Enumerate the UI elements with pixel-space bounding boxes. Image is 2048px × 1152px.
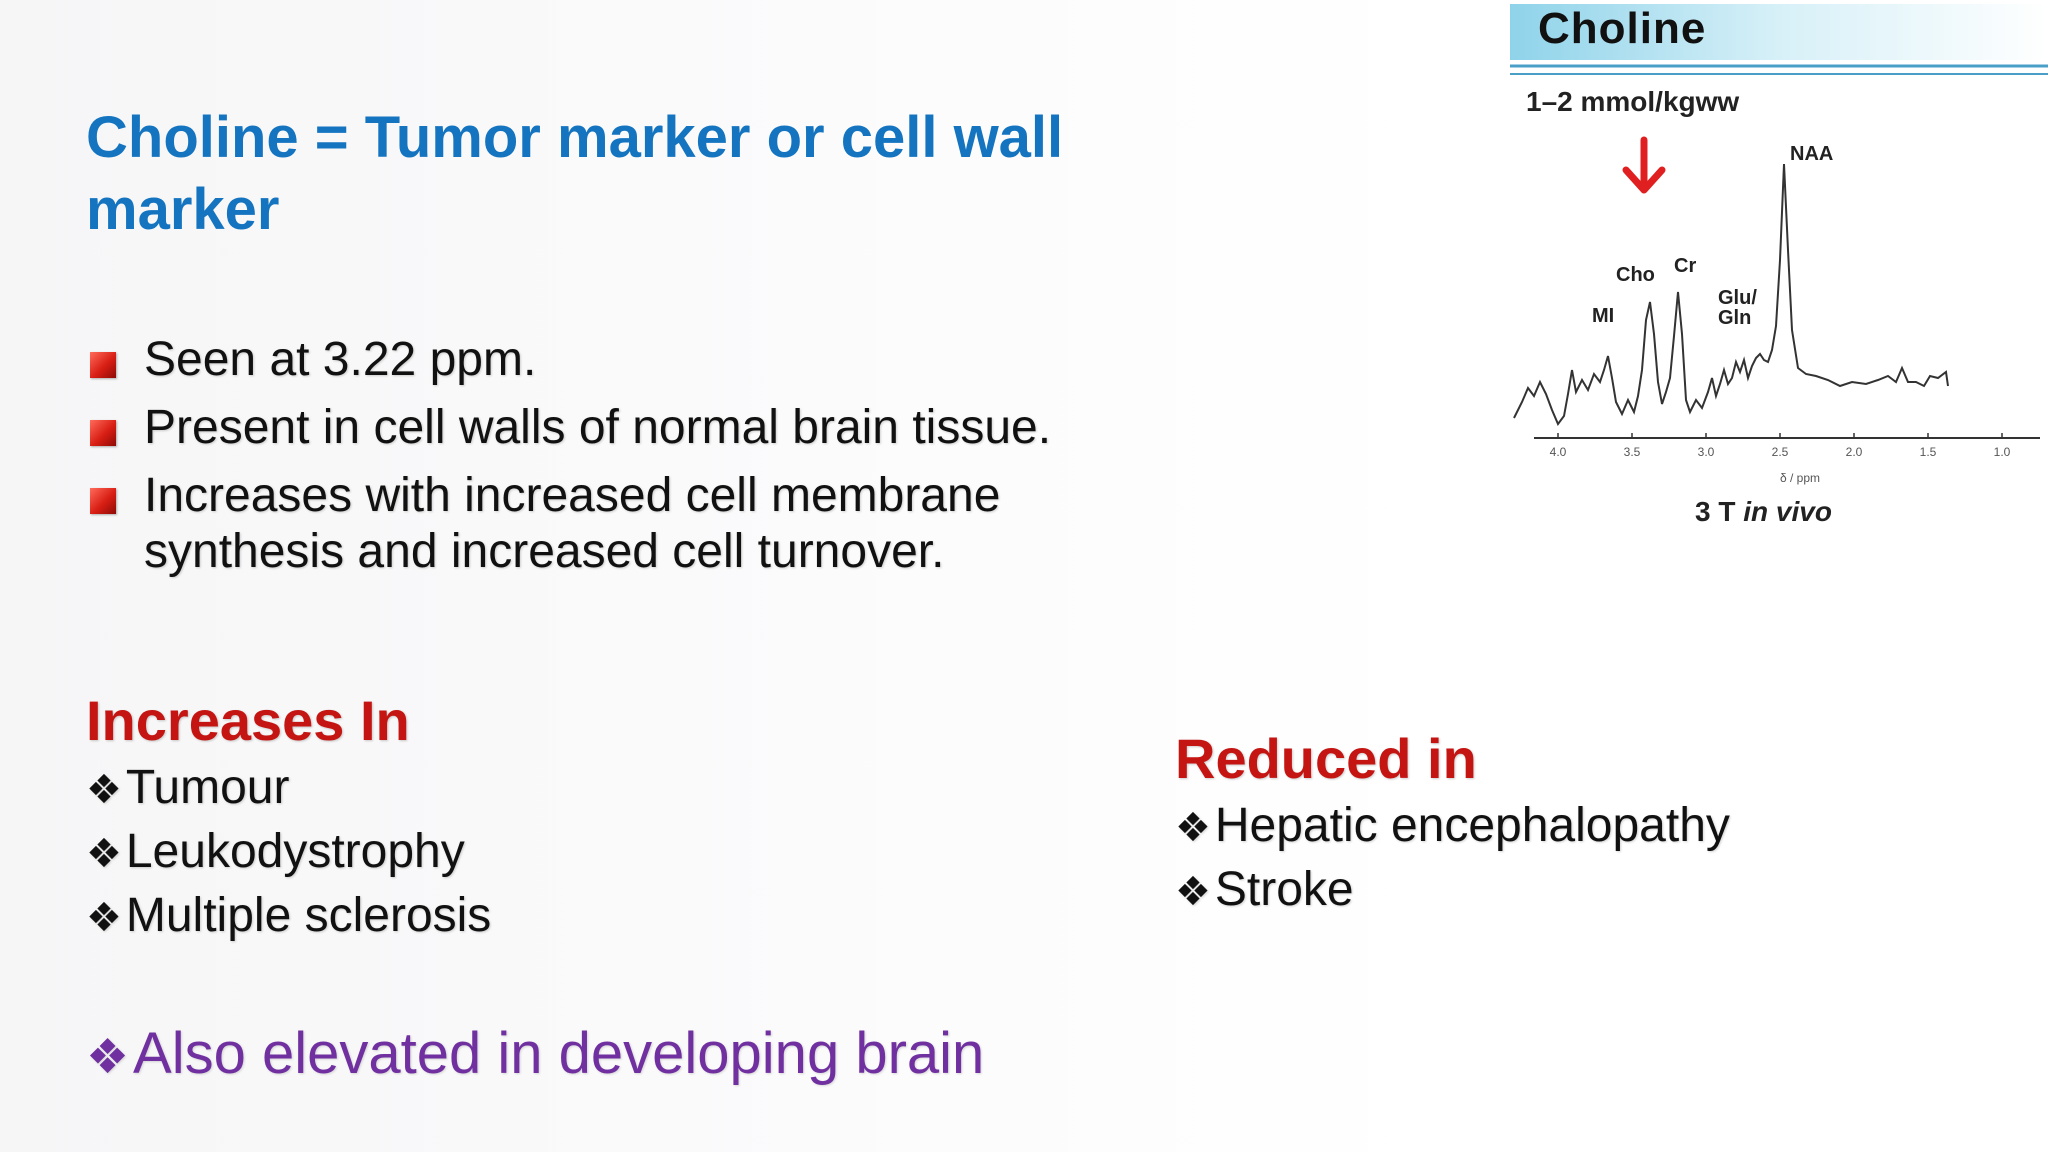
slide-title: Choline = Tumor marker or cell wall mark…: [86, 105, 1064, 242]
list-item: ❖Stroke: [1175, 859, 1730, 923]
peak-label-cho: Cho: [1616, 264, 1655, 286]
figure-header-band: [1510, 4, 2048, 75]
list-item-text: Multiple sclerosis: [125, 889, 492, 942]
figure-title: Choline: [1538, 4, 1707, 53]
figure-unit: 1–2 mmol/kgww: [1526, 86, 1740, 117]
peak-label-naa: NAA: [1790, 143, 1833, 165]
diamond-bullet-icon: ❖: [86, 831, 122, 877]
x-tick-label: 2.5: [1772, 445, 1789, 459]
list-item: ❖Multiple sclerosis: [86, 885, 491, 949]
bullet-item: Increases with increased cell membrane s…: [86, 468, 1166, 580]
bullet-text: Increases with increased cell membrane s…: [144, 469, 1001, 578]
x-tick-label: 2.0: [1846, 445, 1863, 459]
mrs-spectrum-figure: Choline 1–2 mmol/kgww NAA Cho Cr Glu/Gln…: [1510, 0, 2048, 540]
red-square-bullet-icon: [90, 488, 116, 514]
list-item: ❖Hepatic encephalopathy: [1175, 795, 1730, 859]
reduced-heading: Reduced in: [1175, 727, 1477, 790]
spectrum-plot: NAA Cho Cr Glu/Gln MI 4.0 3.5 3.0 2.5 2: [1513, 136, 2040, 485]
x-tick-label: 1.0: [1994, 445, 2011, 459]
list-item-text: Hepatic encephalopathy: [1214, 799, 1730, 852]
peak-label-cr: Cr: [1674, 255, 1696, 277]
diamond-bullet-icon: ❖: [86, 895, 122, 941]
note-text: Also elevated in developing brain: [133, 1021, 985, 1086]
bullet-text: Present in cell walls of normal brain ti…: [144, 401, 1052, 454]
x-tick-label: 3.5: [1624, 445, 1641, 459]
reduced-list: ❖Hepatic encephalopathy ❖Stroke: [1175, 795, 1730, 923]
increases-list: ❖Tumour ❖Leukodystrophy ❖Multiple sclero…: [86, 757, 491, 949]
diamond-bullet-icon: ❖: [1175, 869, 1211, 915]
figure-caption: 3 T in vivo: [1695, 496, 1832, 528]
caption-field-strength: 3 T: [1695, 496, 1736, 527]
down-arrow-icon: [1622, 136, 1666, 194]
spectrum-trace: [1513, 163, 1949, 426]
bullet-text: Seen at 3.22 ppm.: [144, 333, 537, 386]
list-item-text: Leukodystrophy: [125, 825, 465, 878]
x-axis-ticks: [1557, 433, 2003, 438]
peak-label-mi: MI: [1592, 305, 1614, 327]
list-item: ❖Tumour: [86, 757, 491, 821]
red-square-bullet-icon: [90, 420, 116, 446]
list-item: ❖Leukodystrophy: [86, 821, 491, 885]
list-item-text: Tumour: [125, 761, 290, 814]
diamond-bullet-icon: ❖: [1175, 805, 1211, 851]
x-tick-label: 4.0: [1550, 445, 1567, 459]
diamond-bullet-icon: ❖: [86, 1029, 130, 1085]
developing-brain-note: ❖Also elevated in developing brain: [86, 1020, 984, 1087]
increases-heading: Increases In: [86, 689, 410, 752]
bullet-list: Seen at 3.22 ppm. Present in cell walls …: [86, 332, 1166, 592]
bullet-item: Seen at 3.22 ppm.: [86, 332, 1166, 388]
peak-label-glu-gln: Glu/Gln: [1718, 287, 1757, 329]
x-tick-label: 1.5: [1920, 445, 1937, 459]
diamond-bullet-icon: ❖: [86, 767, 122, 813]
red-square-bullet-icon: [90, 352, 116, 378]
caption-in-vivo: in vivo: [1743, 496, 1832, 527]
bullet-item: Present in cell walls of normal brain ti…: [86, 400, 1166, 456]
x-axis-label: δ / ppm: [1780, 471, 1820, 485]
list-item-text: Stroke: [1214, 863, 1354, 916]
x-tick-label: 3.0: [1698, 445, 1715, 459]
